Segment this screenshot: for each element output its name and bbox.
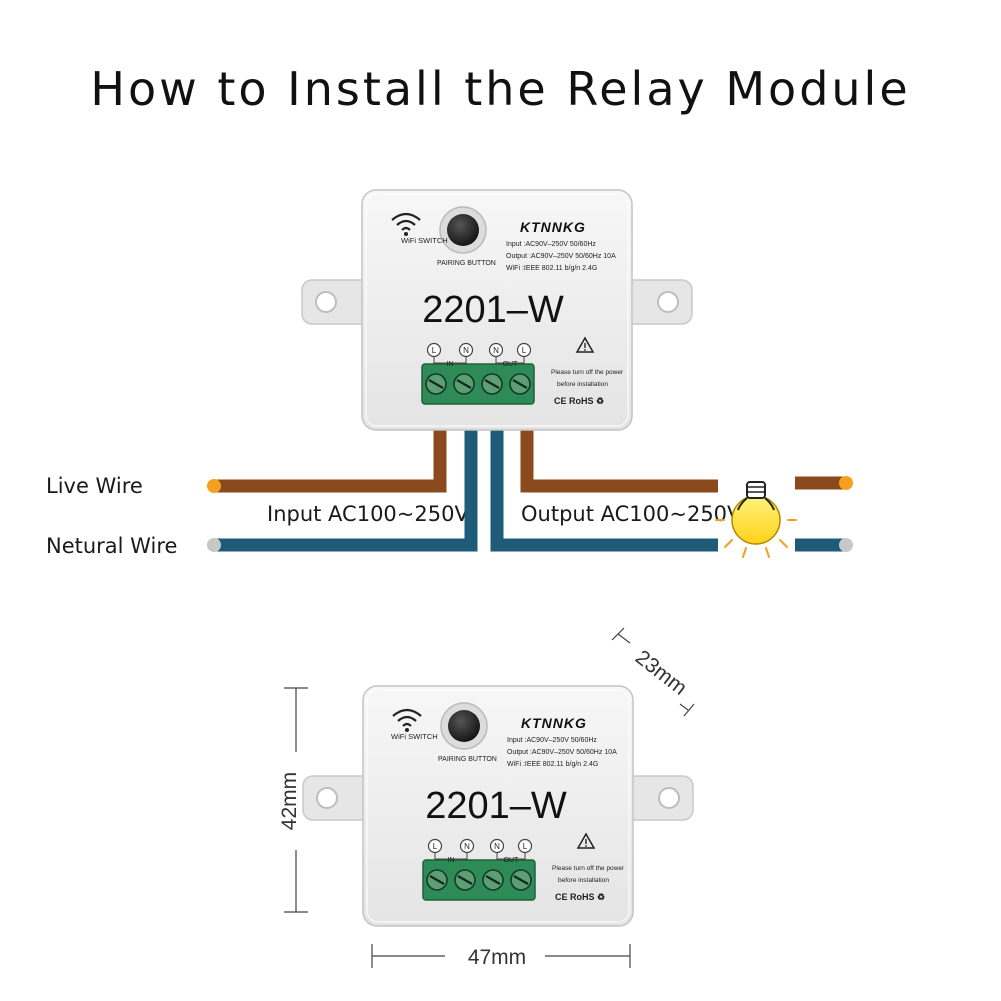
live-input-wire <box>214 430 447 493</box>
dimension-height <box>284 687 308 913</box>
certification-marks-2: CE RoHS ♻ <box>555 892 605 902</box>
model-number-2: 2201–W <box>425 785 567 827</box>
relay-module-bottom: WiFi SWITCH PAIRING BUTTON KTNNKG Input … <box>301 684 695 928</box>
brand-logo-2: KTNNKG <box>521 715 587 731</box>
terminal-label-n-out: N <box>493 346 499 355</box>
wiring <box>207 430 853 552</box>
light-bulb-icon <box>715 481 797 558</box>
terminal-label-n-out-2: N <box>494 842 500 851</box>
dimension-depth <box>611 627 695 717</box>
live-output-wire <box>520 430 718 493</box>
spec-input: Input :AC90V–250V 50/60Hz <box>506 241 596 248</box>
terminal-out-label-2: OUT <box>504 857 520 864</box>
wifi-switch-label: WiFi SWITCH <box>401 236 448 245</box>
terminal-in-label-2: IN <box>448 857 455 864</box>
terminal-out-label: OUT <box>503 361 519 368</box>
live-wire-label: Live Wire <box>46 474 143 498</box>
certification-marks: CE RoHS ♻ <box>554 396 604 406</box>
neutral-output-wire <box>490 430 718 552</box>
terminal-in-label: IN <box>447 361 454 368</box>
spec-output-2: Output :AC90V–250V 50/60Hz 10A <box>507 749 617 756</box>
spec-wifi-2: WiFi :IEEE 802.11 b/g/n 2.4G <box>507 761 598 768</box>
dimension-width <box>371 944 631 968</box>
terminal-label-l-in: L <box>432 346 437 355</box>
terminal-label-n-in-2: N <box>464 842 470 851</box>
terminal-label-l-in-2: L <box>433 842 438 851</box>
pairing-button-label: PAIRING BUTTON <box>437 260 496 267</box>
output-voltage-label: Output AC100~250V <box>521 502 742 526</box>
spec-output: Output :AC90V–250V 50/60Hz 10A <box>506 253 616 260</box>
neutral-input-wire <box>214 430 478 552</box>
warning-line-2: before installation <box>557 381 608 388</box>
wifi-switch-label-2: WiFi SWITCH <box>391 732 438 741</box>
spec-input-2: Input :AC90V–250V 50/60Hz <box>507 737 597 744</box>
height-dimension-label: 42mm <box>278 772 301 830</box>
terminal-label-l-out-2: L <box>523 842 528 851</box>
model-number: 2201–W <box>422 289 564 331</box>
terminal-label-l-out: L <box>522 346 527 355</box>
spec-wifi: WiFi :IEEE 802.11 b/g/n 2.4G <box>506 265 597 272</box>
live-return-end <box>839 476 853 490</box>
neutral-wire-end <box>207 538 221 552</box>
page-title: How to Install the Relay Module <box>90 62 911 116</box>
warning-line-1: Please turn off the power <box>551 369 624 376</box>
pairing-button-label-2: PAIRING BUTTON <box>438 756 497 763</box>
input-voltage-label: Input AC100~250V <box>267 502 469 526</box>
terminal-label-n-in: N <box>463 346 469 355</box>
brand-logo: KTNNKG <box>520 219 586 235</box>
warning-line-2-2: before installation <box>558 877 609 884</box>
relay-module-top: WiFi SWITCH PAIRING BUTTON KTNNKG Input … <box>300 188 694 432</box>
warning-line-1-2: Please turn off the power <box>552 865 625 872</box>
depth-dimension-label: 23mm <box>631 646 691 700</box>
live-wire-end <box>207 479 221 493</box>
neutral-return-end <box>839 538 853 552</box>
width-dimension-label: 47mm <box>468 946 526 969</box>
neutral-wire-label: Netural Wire <box>46 534 178 558</box>
